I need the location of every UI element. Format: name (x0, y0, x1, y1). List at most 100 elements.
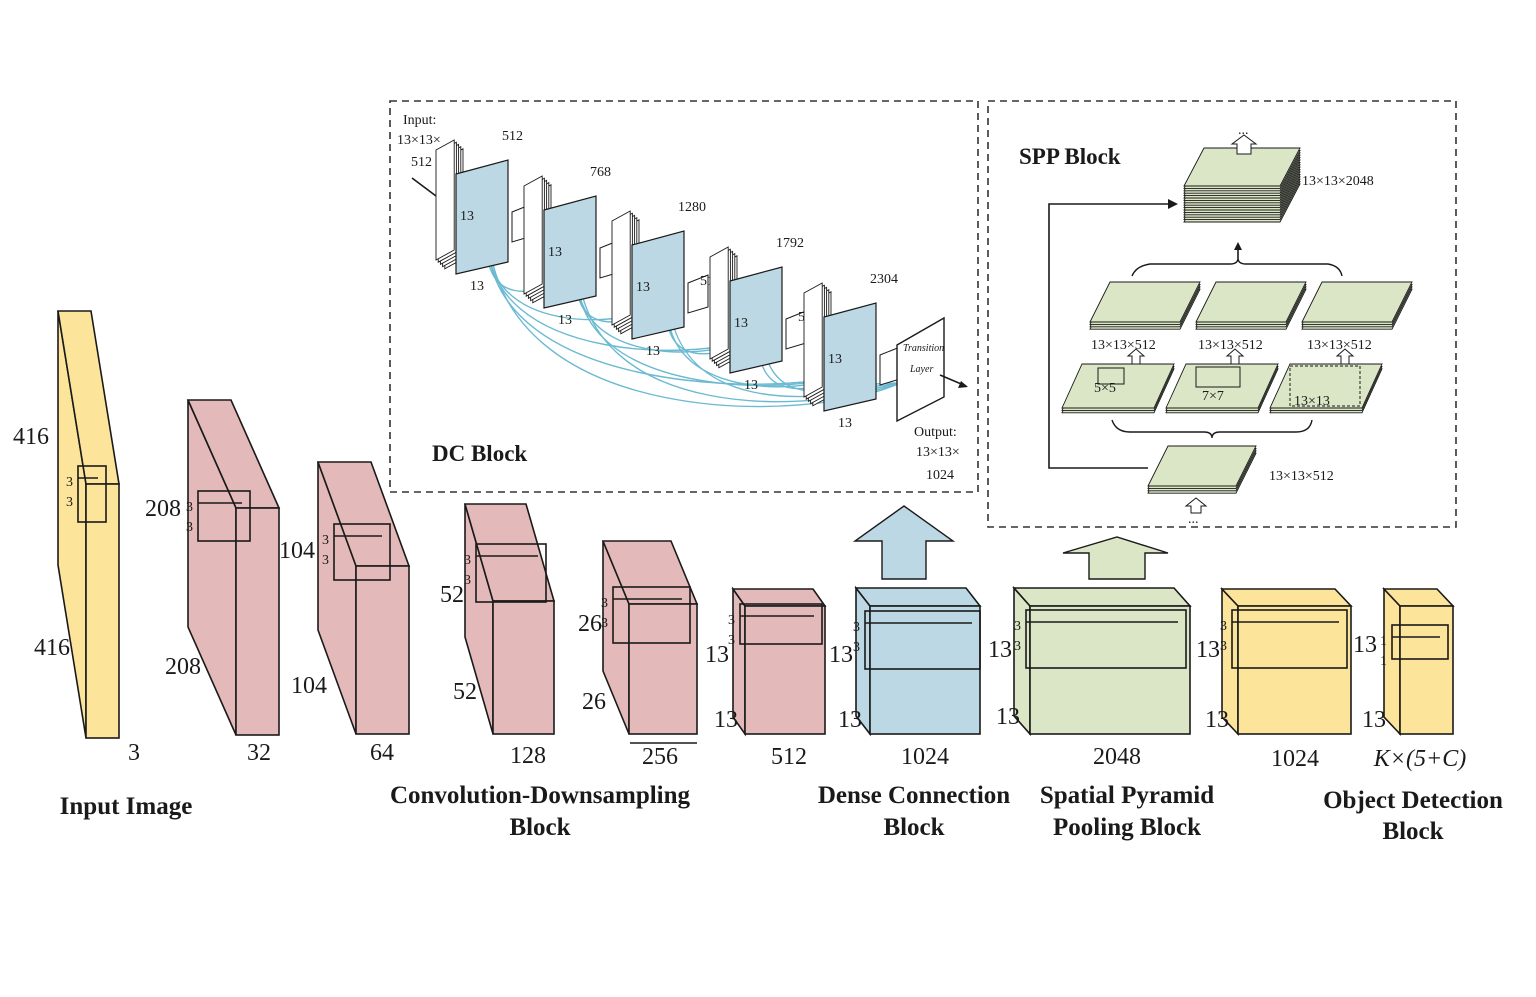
dc-stage-1-bottom-label: 13 (470, 279, 484, 294)
caption-spp-line1: Spatial Pyramid (1040, 782, 1214, 809)
dc-stage-1-channels-a: 512 (502, 129, 523, 144)
dc-block-panel: DC Block Input: 13×13× 512 1313512256131… (389, 100, 979, 493)
cuboid-conv1-kernel (197, 490, 251, 542)
dc-stage-5-bottom-label: 13 (838, 416, 852, 431)
cuboid-conv2-channels-label: 64 (370, 740, 394, 766)
spp-concat-output (1183, 147, 1301, 223)
spp-input-sheet (1147, 445, 1257, 487)
spp-kernel-box-3 (1289, 365, 1361, 407)
spp-pool-input-2-sheet (1165, 363, 1279, 409)
dc-stage-2-side-label: 13 (548, 245, 562, 260)
cuboid-detect2-height-label: 13 (1353, 632, 1377, 658)
spp-content (1048, 134, 1413, 514)
spp-top-ellipsis: ... (1238, 123, 1249, 138)
cuboid-conv3-kernel-h: 3 (464, 553, 471, 568)
spp-small-up-arrow-2 (1225, 348, 1245, 365)
cuboid-dense-channels-label: 1024 (901, 744, 949, 770)
spp-kernel-box-2 (1195, 366, 1241, 388)
cuboid-conv2-kernel-w: 3 (322, 553, 329, 568)
dc-output-arrowhead (958, 381, 968, 388)
cuboid-conv1-kernel-w: 3 (186, 520, 193, 535)
spp-kernel-label-3: 13×13 (1294, 394, 1330, 409)
dc-input-label-line3: 512 (411, 155, 432, 170)
cuboid-dense-top-face (854, 587, 982, 607)
block-captions: Input Image Convolution-Downsampling Blo… (60, 782, 1503, 845)
spp-kernel-box-1 (1097, 367, 1125, 385)
spp-kernel-label-2: 7×7 (1202, 389, 1224, 404)
dc-stage-1-side-label: 13 (460, 209, 474, 224)
spp-pool-input-1-sheet (1061, 363, 1175, 409)
caption-object-detection-line2: Block (1382, 818, 1443, 845)
spp-pool-output-1 (1089, 281, 1201, 330)
dc-stage-3-bottom-label: 13 (646, 344, 660, 359)
spp-concat-output-sheet (1183, 147, 1301, 187)
cuboid-conv1-channels-label: 32 (247, 740, 271, 766)
dc-output-label-line2: 13×13× (916, 445, 960, 460)
spp-bottom-ellipsis: ... (1188, 512, 1199, 527)
spp-block-up-arrow (1062, 536, 1169, 580)
dc-input-label-line1: Input: (403, 113, 436, 128)
dc-stage-4: 13131792512 (709, 236, 819, 393)
caption-conv-downsampling-line1: Convolution-Downsampling (390, 782, 691, 809)
cuboid-detect1-front-face (1237, 605, 1352, 735)
spp-pool-output-label-3: 13×13×512 (1307, 338, 1372, 353)
cuboid-conv5-front-face (744, 605, 826, 735)
dc-stage-2-stack-sheet (523, 175, 543, 295)
cuboid-conv3-kernel-w: 3 (464, 573, 471, 588)
dc-stage-4-bottom-label: 13 (744, 378, 758, 393)
cuboid-conv2-front-face (355, 565, 410, 735)
cuboid-spp-channels-label: 2048 (1093, 744, 1141, 770)
cuboid-input-kernel-w: 3 (66, 495, 73, 510)
cuboid-detect2-front-face (1399, 605, 1454, 735)
cuboid-conv3-front-face (492, 600, 555, 735)
cuboid-conv3-width-label: 52 (453, 679, 477, 705)
dc-stage-5-feature-map (823, 302, 877, 412)
dc-stage-3-channels-a: 1280 (678, 200, 706, 215)
spp-pool-output-2-sheet (1195, 281, 1307, 323)
dc-transition-label-2: Layer (909, 364, 933, 375)
cuboid-detect2-width-label: 13 (1362, 707, 1386, 733)
caption-object-detection-line1: Object Detection (1323, 787, 1503, 814)
cuboid-dense-front-face (869, 605, 981, 735)
spp-small-up-arrow-1 (1126, 348, 1146, 365)
dc-block-title: DC Block (432, 441, 527, 466)
dc-stages: 1313512256131376851213131280512131317925… (435, 129, 901, 431)
cuboid-conv5-channels-label: 512 (771, 744, 807, 770)
caption-input-image: Input Image (60, 793, 193, 820)
caption-dense-connection-line2: Block (883, 814, 944, 841)
dc-block-border (389, 100, 979, 493)
dc-stage-4-channels-a: 1792 (776, 236, 804, 251)
cuboid-conv2-width-label: 104 (291, 673, 327, 699)
spp-pool-output-3-sheet (1301, 281, 1413, 323)
cuboid-conv4-width-label: 26 (582, 689, 606, 715)
cuboid-conv3-kernel (475, 543, 547, 603)
spp-kernel-label-1: 5×5 (1094, 381, 1116, 396)
cuboid-conv2-height-label: 104 (279, 538, 315, 564)
dc-stage-2-bottom-label: 13 (558, 313, 572, 328)
cuboid-dense-kernel-h: 3 (853, 620, 860, 635)
cuboid-conv4-height-label: 26 (578, 611, 602, 637)
spp-top-label: 13×13×2048 (1302, 174, 1374, 189)
cuboid-conv1-height-label: 208 (145, 496, 181, 522)
cuboid-detect1-kernel (1231, 609, 1348, 669)
cuboid-detect1-top-face (1220, 588, 1353, 607)
dc-stage-3-side-label: 13 (636, 280, 650, 295)
cuboid-conv4-front-face (628, 603, 698, 735)
cuboid-dense-kernel-w: 3 (853, 640, 860, 655)
cuboid-conv1-front-face (235, 507, 280, 736)
spp-pool-input-3-sheet (1269, 363, 1383, 409)
cuboid-spp-kernel-w: 3 (1014, 639, 1021, 654)
spp-input (1147, 445, 1257, 494)
dc-stage-5-channels-a: 2304 (870, 272, 898, 287)
cuboid-input-height-label: 416 (13, 424, 49, 450)
spp-pool-input-2 (1165, 363, 1279, 414)
spp-pool-input-1 (1061, 363, 1175, 414)
